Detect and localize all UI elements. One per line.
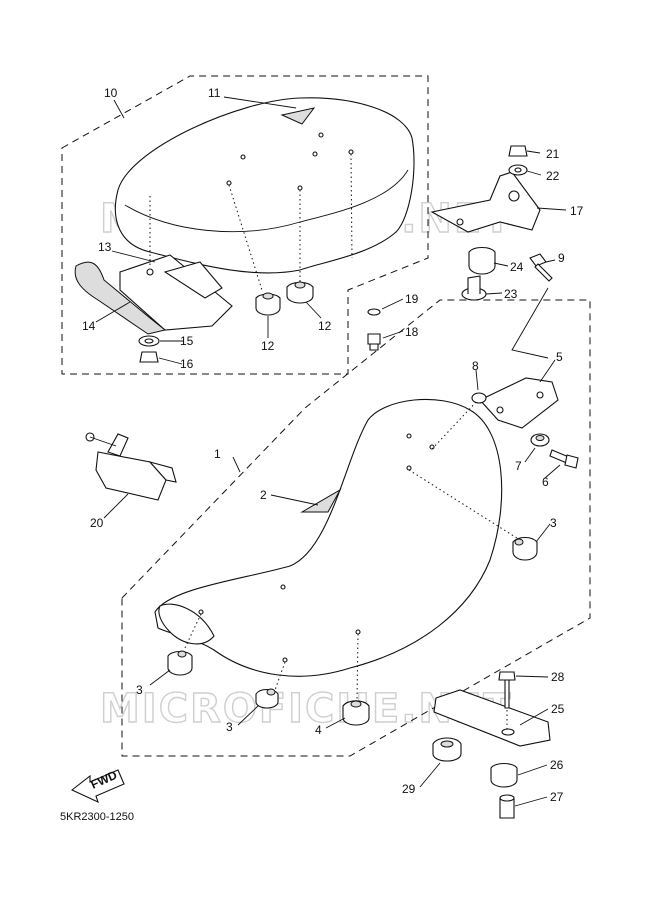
damper-3-right — [512, 536, 538, 561]
callout-21: 21 — [546, 147, 560, 161]
callout-27: 27 — [550, 790, 564, 804]
callout-12b: 12 — [318, 319, 332, 333]
bolt-9 — [529, 253, 553, 282]
seat-plate — [119, 254, 233, 331]
callout-labels: 10 11 13 14 12 12 15 16 21 22 17 9 24 23… — [82, 86, 584, 804]
washer-22 — [508, 164, 528, 176]
callout-2: 2 — [260, 488, 267, 502]
callout-28: 28 — [551, 670, 565, 684]
callout-17: 17 — [570, 204, 584, 218]
damper-24 — [468, 246, 496, 275]
group-10-boundary — [61, 75, 429, 375]
callout-10: 10 — [104, 86, 118, 100]
bracket-5 — [479, 377, 559, 429]
callout-25: 25 — [551, 702, 565, 716]
callout-29: 29 — [402, 782, 416, 796]
damper-4 — [342, 700, 370, 726]
callout-22: 22 — [546, 169, 560, 183]
collar-23 — [461, 275, 487, 301]
callout-13: 13 — [98, 240, 112, 254]
plate-25 — [433, 689, 551, 747]
nut-16 — [139, 351, 159, 363]
callout-7: 7 — [515, 459, 522, 473]
callout-1: 1 — [214, 447, 221, 461]
main-seat — [154, 398, 503, 677]
fwd-arrow-icon: FWD — [70, 768, 125, 804]
callout-8: 8 — [472, 359, 479, 373]
callout-12a: 12 — [261, 339, 275, 353]
pillion-seat — [114, 97, 415, 274]
strap-bracket — [74, 261, 167, 335]
diagram-code: 5KR2300-1250 — [60, 811, 134, 823]
collar-7 — [530, 433, 550, 447]
damper-3-left — [167, 650, 193, 676]
callout-11: 11 — [208, 86, 221, 100]
callout-23: 23 — [504, 287, 518, 301]
washer-15 — [138, 335, 160, 347]
collar-27 — [499, 794, 515, 819]
damper-26 — [490, 762, 518, 788]
callout-15: 15 — [180, 334, 194, 348]
callout-18: 18 — [405, 325, 419, 339]
callout-26: 26 — [550, 758, 564, 772]
damper-3-center — [255, 688, 279, 709]
damper-29 — [432, 737, 462, 762]
callout-14: 14 — [82, 319, 96, 333]
seat-lock-20 — [85, 432, 177, 501]
callout-3a: 3 — [136, 683, 143, 697]
callout-4: 4 — [315, 723, 322, 737]
bolt-28 — [498, 671, 516, 709]
callout-6: 6 — [542, 475, 549, 489]
callout-16: 16 — [180, 357, 194, 371]
callout-19: 19 — [405, 292, 419, 306]
callout-24: 24 — [510, 260, 524, 274]
bolt-6 — [549, 449, 579, 469]
group-1-boundary — [121, 299, 591, 757]
nut-21 — [508, 145, 528, 157]
damper-12-left — [255, 292, 281, 316]
callout-9: 9 — [558, 251, 565, 265]
callout-5: 5 — [556, 350, 563, 364]
bolt-18 — [367, 333, 381, 351]
leader-lines — [95, 96, 567, 807]
bracket-17 — [430, 171, 541, 233]
callout-3b: 3 — [226, 720, 233, 734]
callout-20: 20 — [90, 516, 104, 530]
collar-8 — [471, 392, 487, 404]
callout-3c: 3 — [550, 516, 557, 530]
damper-12-right — [286, 281, 314, 304]
washer-19 — [367, 308, 381, 316]
